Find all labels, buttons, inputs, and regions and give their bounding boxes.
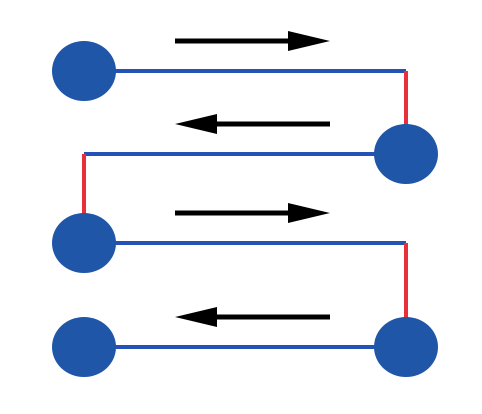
arrow-head xyxy=(175,114,217,134)
arrow-right-icon xyxy=(175,203,330,223)
arrow-head xyxy=(175,307,217,327)
arrow-left-icon xyxy=(175,307,330,327)
node-row-2-right xyxy=(374,124,438,184)
node-row-3-left xyxy=(52,213,116,273)
arrow-left-icon xyxy=(175,114,330,134)
node-row-4-left xyxy=(52,317,116,377)
arrow-right-icon xyxy=(175,31,330,51)
node-row-1-left xyxy=(52,41,116,101)
arrow-head xyxy=(288,203,330,223)
arrow-head xyxy=(288,31,330,51)
node-row-4-right xyxy=(374,317,438,377)
